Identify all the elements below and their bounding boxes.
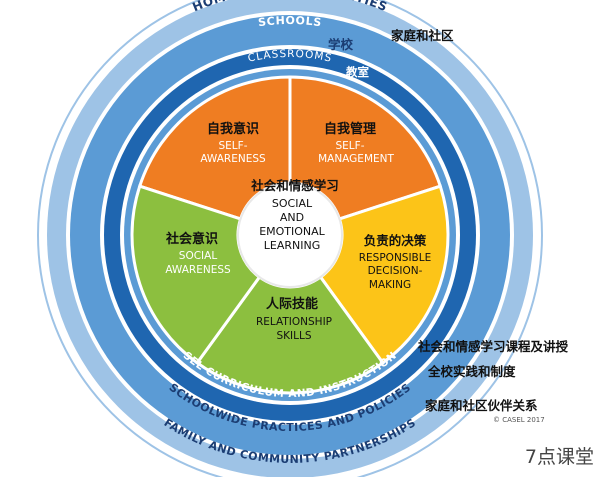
zh-homes-label: 家庭和社区 [391, 28, 454, 43]
self-management-zh: 自我管理 [324, 121, 376, 137]
ring-label-classrooms: CLASSROOMS [247, 48, 333, 65]
zh-classrooms-label: 教室 [346, 65, 369, 79]
svg-text:CLASSROOMS: CLASSROOMS [247, 48, 334, 65]
relationship-en1: RELATIONSHIP [256, 316, 332, 328]
zh-sel-curriculum-label: 社会和情感学习课程及讲授 [418, 339, 569, 354]
social-awareness-zh: 社会意识 [165, 231, 218, 247]
center-line1: SOCIAL [272, 197, 313, 210]
ring-label-schools: SCHOOLS [257, 14, 322, 29]
center-line3: EMOTIONAL [259, 225, 325, 238]
decision-en2: DECISION- [368, 265, 423, 277]
relationship-zh: 人际技能 [266, 296, 318, 312]
zh-schoolwide-label: 全校实践和制度 [428, 364, 516, 379]
relationship-en2: SKILLS [276, 330, 311, 342]
zh-family-label: 家庭和社区伙伴关系 [425, 398, 538, 413]
center-line4: LEARNING [264, 239, 320, 252]
decision-en3: MAKING [369, 279, 411, 291]
center-line2: AND [280, 211, 304, 224]
decision-en1: RESPONSIBLE [359, 252, 432, 264]
self-awareness-en2: AWARENESS [200, 153, 266, 165]
self-management-en2: MANAGEMENT [318, 153, 394, 165]
social-awareness-en2: AWARENESS [165, 264, 231, 276]
social-awareness-en1: SOCIAL [179, 250, 218, 262]
svg-text:SCHOOLS: SCHOOLS [257, 14, 322, 29]
decision-zh: 负责的决策 [364, 233, 427, 248]
self-management-en1: SELF- [336, 140, 365, 152]
center-circle [237, 182, 343, 288]
copyright: © CASEL 2017 [493, 416, 545, 424]
zh-schools-label: 学校 [328, 37, 354, 52]
self-awareness-zh: 自我意识 [207, 121, 259, 137]
self-awareness-en1: SELF- [219, 140, 248, 152]
center-zh: 社会和情感学习 [250, 178, 339, 193]
watermark: 7点课堂 [524, 446, 594, 468]
